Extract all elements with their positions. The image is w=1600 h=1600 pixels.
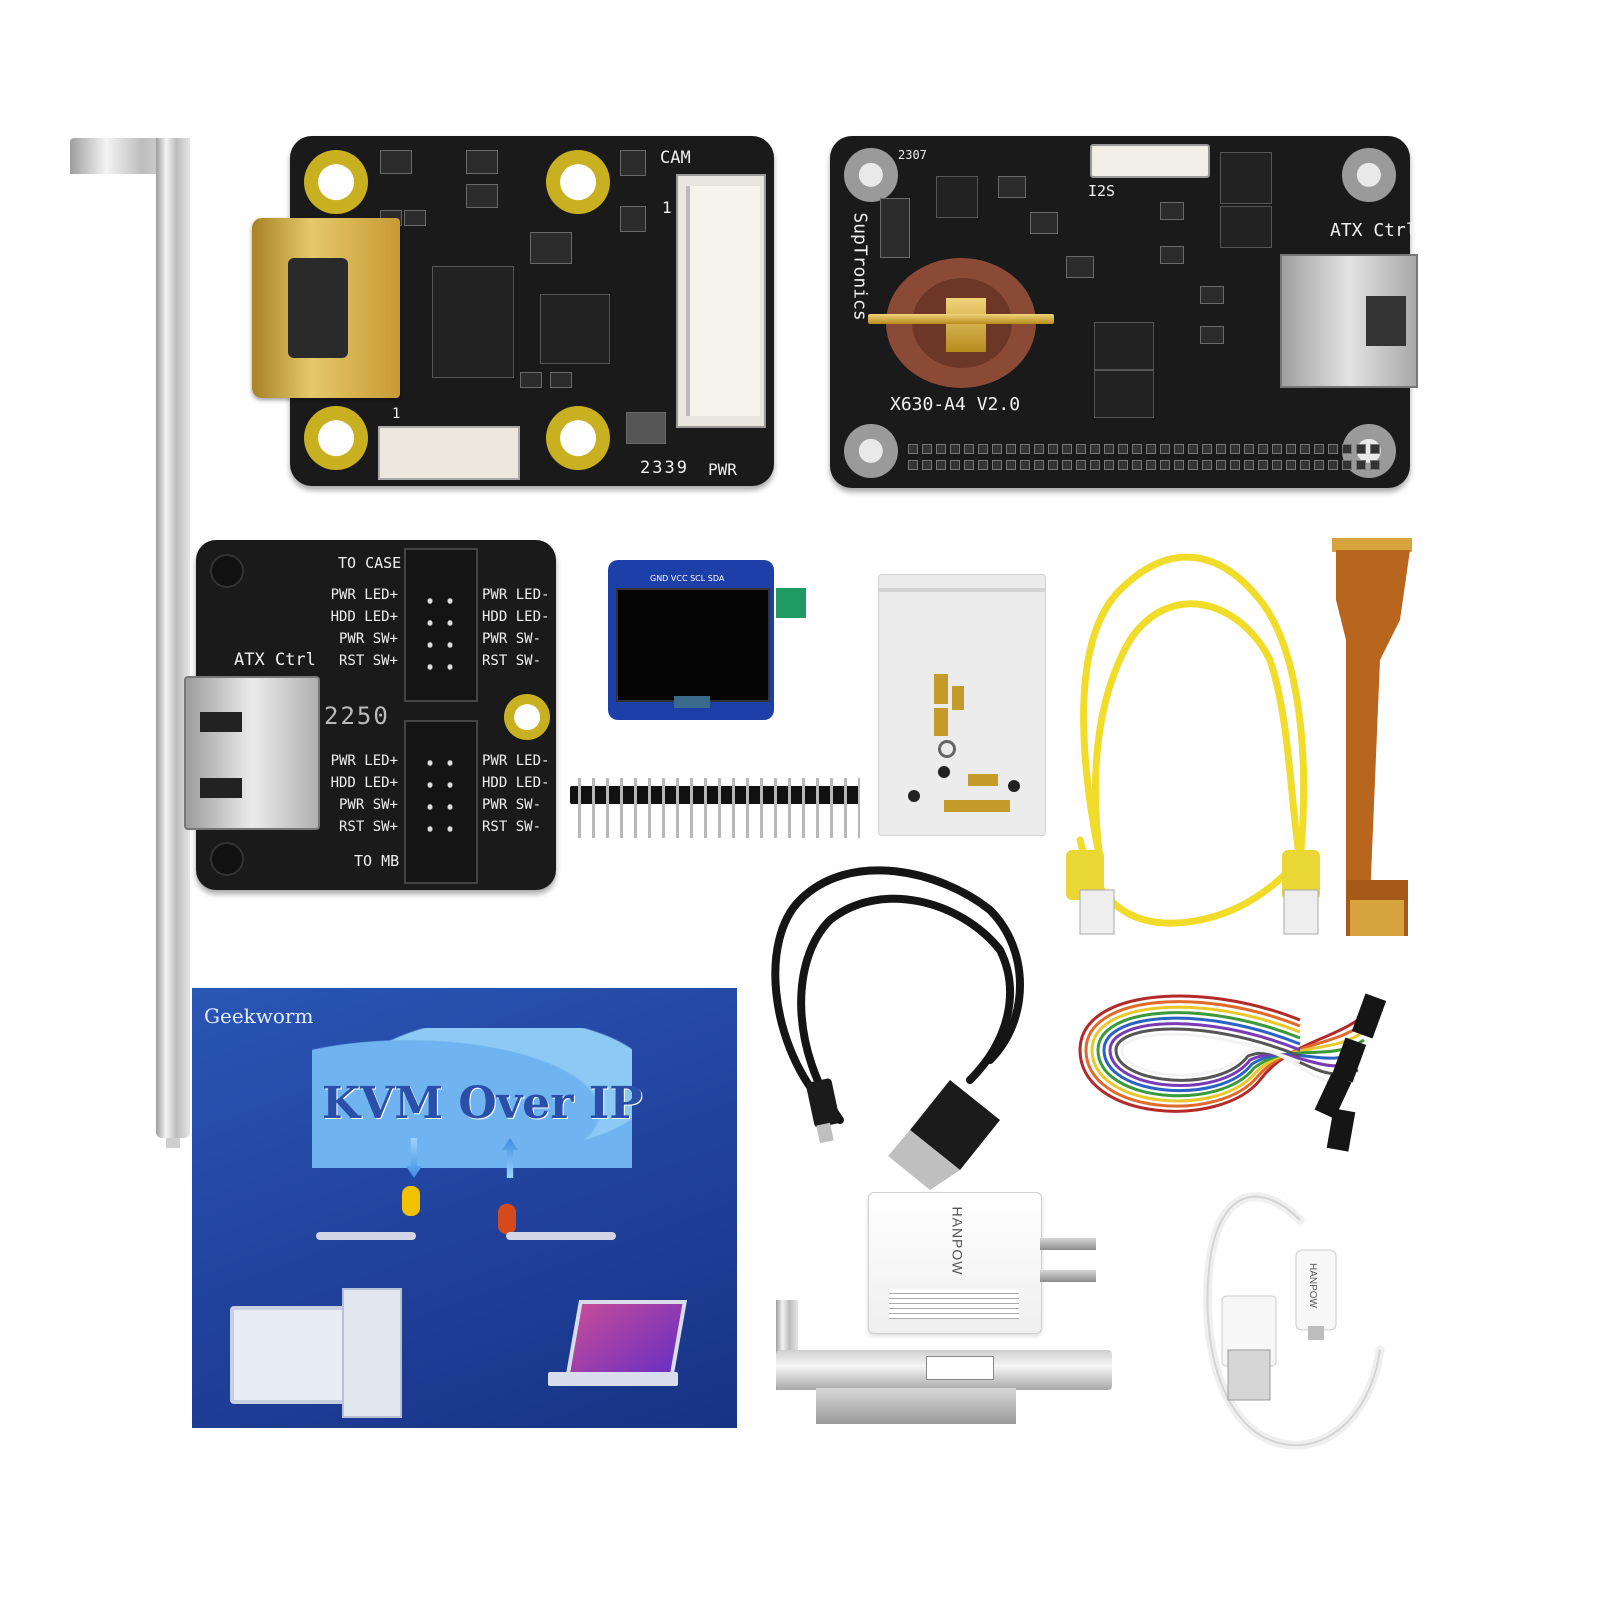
desktop-monitor-icon [230,1306,358,1404]
kvm-manual-card: Geekworm KVM Over IP [192,988,737,1428]
yellow-connector [402,1186,420,1216]
i2s-connector[interactable] [1090,144,1210,178]
hdmi-port[interactable] [252,218,400,398]
atx-ctrl-label: ATX Ctrl [234,650,316,670]
gpio-header-socket [908,444,1380,474]
screws-standoffs-bag [878,574,1046,836]
micro-usb-plug-white [1295,1249,1337,1340]
hat-ic [936,176,978,218]
oled-pin-labels: GND VCC SCL SDA [650,574,725,583]
optocoupler-2 [1220,206,1272,248]
male-pin-header [570,778,860,838]
red-connector [498,1204,516,1234]
hat-rj45-port[interactable] [1280,254,1418,388]
csi-ffc-connector[interactable] [676,174,766,428]
cam-label: CAM [660,148,691,168]
micro-usb-plug-black [806,1078,840,1144]
oled-film-tab [776,588,806,618]
pin1-top-label: 1 [662,198,672,217]
white-usb-cable-outline [1206,1195,1381,1446]
adapter-brand: HANPOW [949,1206,966,1276]
to-mb-label: TO MB [354,852,400,870]
atx-rj45-port[interactable] [184,676,320,830]
black-usb-cable [771,866,1024,1124]
hat-date-code: 2307 [898,148,927,162]
board-date-code: 2250 [324,702,390,730]
low-profile-bracket [776,1300,1116,1426]
hdmi-bottom-ffc-connector[interactable] [378,426,520,480]
usb-cable-brand: HANPOW [1307,1263,1318,1308]
to-case-header[interactable] [404,548,478,702]
optocoupler-3 [1094,322,1154,370]
i2s-label: I2S [1088,182,1116,200]
full-height-pcie-bracket [70,138,190,1148]
usb-a-plug-white [1221,1295,1277,1401]
rj45-plug-left [1066,850,1115,935]
adapter-prong-bottom [1040,1270,1096,1282]
to-case-label: TO CASE [338,554,402,572]
dupont-connectors [1314,993,1387,1152]
mb-labels-left: PWR LED+ HDD LED+ PWR SW+ RST SW+ [330,753,398,835]
desktop-tower-icon [342,1288,402,1418]
atx-ctrl-label: ATX Ctrl [1330,220,1417,241]
model-label: X630-A4 V2.0 [890,394,1021,415]
to-mb-header[interactable] [404,720,478,884]
date-code: 2339 [640,458,689,478]
yellow-ethernet-cable [1076,553,1308,927]
manual-brand: Geekworm [204,1004,314,1028]
rainbow-dupont-cable [1078,994,1372,1113]
rj45-plug-right [1282,850,1320,935]
pin1-bottom-label: 1 [392,406,401,422]
x630-atx-hat: 2307 SupTronics I2S ATX Ctrl X630-A4 V2.… [830,136,1418,488]
oled-display-module: GND VCC SCL SDA [608,560,774,720]
case-labels-left: PWR LED+ HDD LED+ PWR SW+ RST SW+ [330,587,398,669]
manual-title: KVM Over IP [322,1078,643,1129]
tc358743-chip [540,294,610,364]
case-labels-right: PWR LED- HDD LED- PWR SW- RST SW- [482,587,550,669]
cloud-graphic [312,1028,632,1168]
usb-a-plug-black [888,1080,1000,1190]
mb-labels-right: PWR LED- HDD LED- PWR SW- RST SW- [482,753,550,835]
pwr-label: PWR [708,460,737,479]
adapter-prong-top [1040,1238,1096,1250]
bridge-chip [432,266,514,378]
optocoupler-1 [1220,152,1272,204]
laptop-icon [564,1300,688,1380]
hdmi-to-csi-board: CAM 1 1 PWR 2339 [290,136,774,486]
optocoupler-4 [1094,370,1154,418]
rtc-battery-holder [868,258,1054,388]
fpc-ribbon-cable [1332,538,1412,936]
power-adapter: HANPOW [868,1192,1042,1334]
